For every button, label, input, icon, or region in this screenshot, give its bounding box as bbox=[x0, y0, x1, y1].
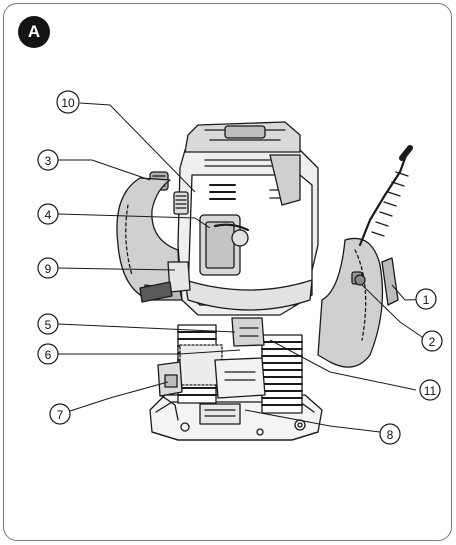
callout-4-label: 4 bbox=[45, 208, 52, 222]
callout-4 bbox=[37, 203, 59, 225]
callout-6-label: 6 bbox=[45, 348, 52, 362]
chip-deflector bbox=[214, 357, 266, 399]
callout-2 bbox=[421, 330, 443, 352]
callout-11 bbox=[419, 379, 441, 401]
callout-5-label: 5 bbox=[45, 318, 52, 332]
callout-10-label: 10 bbox=[61, 96, 75, 110]
callout-7-label: 7 bbox=[57, 408, 64, 422]
callout-8 bbox=[379, 423, 401, 445]
panel-label-badge: A bbox=[18, 16, 50, 48]
collet-area bbox=[231, 317, 265, 347]
callout-6 bbox=[37, 343, 59, 365]
callout-9 bbox=[37, 257, 59, 279]
callout-1 bbox=[415, 288, 437, 310]
callout-5 bbox=[37, 313, 59, 335]
callout-2-label: 2 bbox=[429, 335, 436, 349]
fine-adjust-knob bbox=[173, 191, 250, 247]
motor-top-cap bbox=[184, 121, 301, 206]
callout-7 bbox=[49, 403, 71, 425]
depth-stop-turret bbox=[157, 361, 183, 421]
callout-9-label: 9 bbox=[45, 262, 52, 276]
right-column-spring bbox=[261, 334, 303, 414]
callout-3-label: 3 bbox=[45, 154, 52, 168]
figure-frame bbox=[3, 3, 452, 541]
callout-10 bbox=[56, 90, 80, 114]
motor-housing bbox=[177, 149, 319, 316]
callout-1-label: 1 bbox=[423, 293, 430, 307]
callout-8-label: 8 bbox=[387, 428, 394, 442]
power-cord bbox=[358, 145, 413, 247]
right-handle bbox=[317, 237, 399, 368]
callout-3 bbox=[37, 149, 59, 171]
callout-11-label: 11 bbox=[424, 384, 437, 398]
